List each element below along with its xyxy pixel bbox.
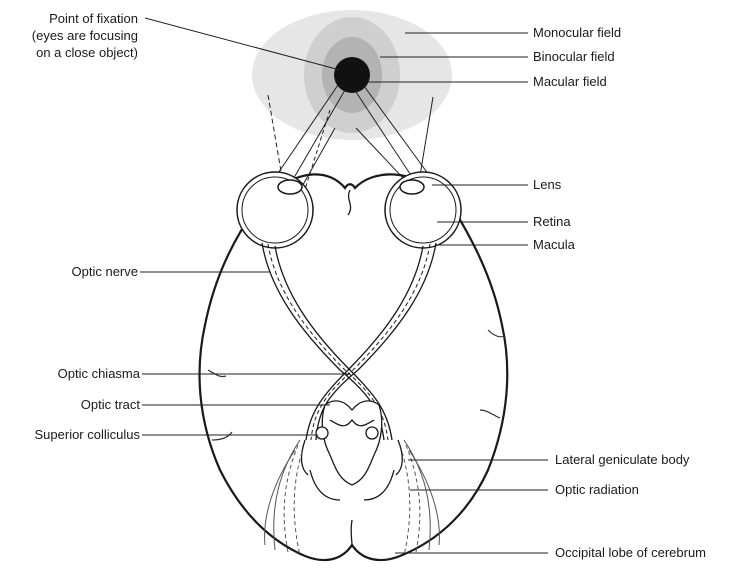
label-lens: Lens — [533, 177, 561, 193]
label-binocular-field: Binocular field — [533, 49, 615, 65]
midbrain — [302, 401, 403, 500]
label-optic-nerve: Optic nerve — [10, 264, 138, 280]
label-optic-tract: Optic tract — [10, 397, 140, 413]
left-eye — [237, 172, 313, 248]
label-point-of-fixation-line-2: (eyes are focusing — [10, 27, 138, 44]
label-point-of-fixation-line-1: Point of fixation — [10, 10, 138, 27]
label-occipital-lobe: Occipital lobe of cerebrum — [555, 545, 706, 561]
label-macular-field: Macular field — [533, 74, 607, 90]
label-monocular-field: Monocular field — [533, 25, 621, 41]
right-colliculus — [366, 427, 378, 439]
label-point-of-fixation-line-3: on a close object) — [10, 44, 138, 61]
label-superior-colliculus: Superior colliculus — [0, 427, 140, 443]
visual-fields — [252, 10, 452, 140]
label-point-of-fixation: Point of fixation (eyes are focusing on … — [10, 10, 138, 61]
label-retina: Retina — [533, 214, 571, 230]
label-optic-chiasma: Optic chiasma — [10, 366, 140, 382]
label-macula: Macula — [533, 237, 575, 253]
left-colliculus — [316, 427, 328, 439]
label-lateral-geniculate-body: Lateral geniculate body — [555, 452, 689, 468]
right-eye — [385, 172, 461, 248]
label-optic-radiation: Optic radiation — [555, 482, 639, 498]
